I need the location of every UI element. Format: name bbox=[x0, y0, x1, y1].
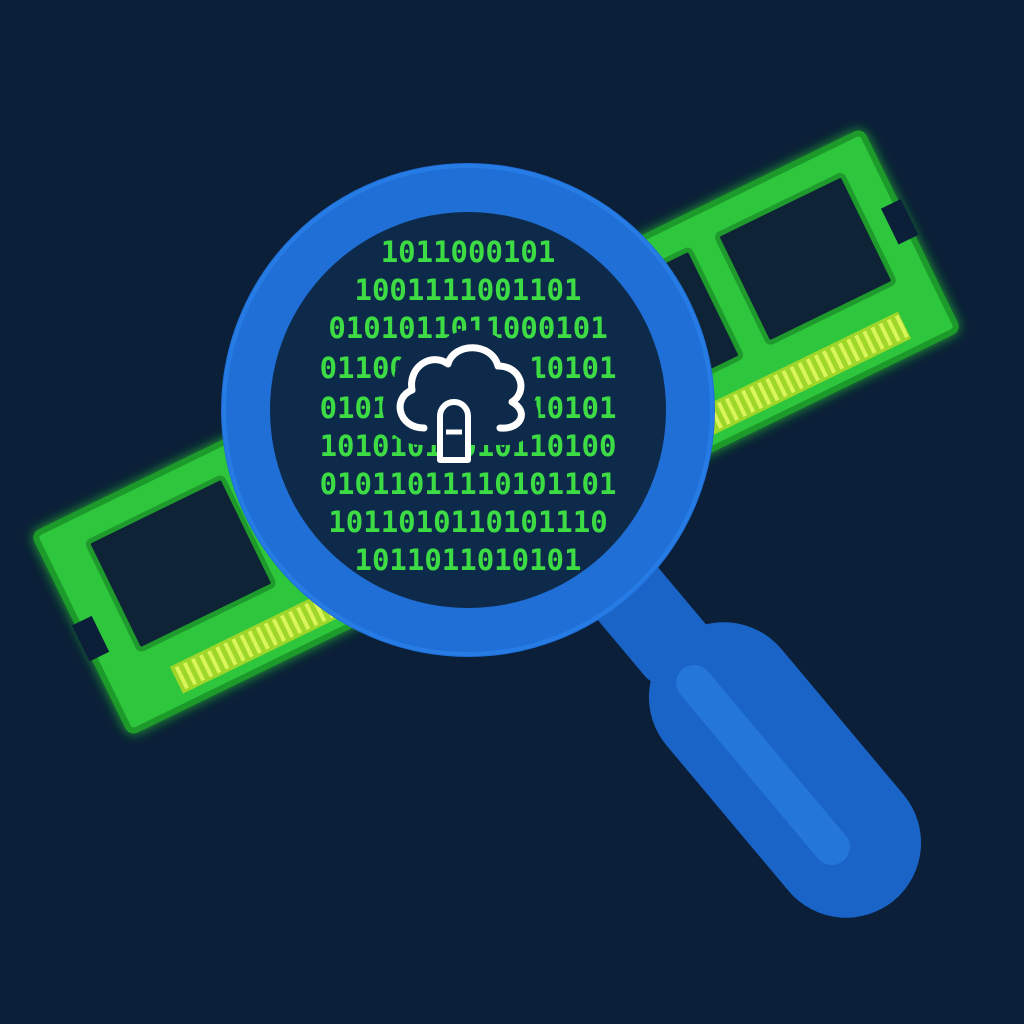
ram-pin bbox=[312, 598, 327, 623]
ram-pin bbox=[255, 626, 270, 650]
ram-pin bbox=[296, 606, 311, 631]
ram-pin bbox=[716, 401, 731, 425]
binary-line: 1011000101 bbox=[381, 235, 556, 269]
ram-pin bbox=[190, 658, 206, 682]
magnifier-ring-highlight bbox=[222, 164, 714, 656]
binary-line: 1011011010101 bbox=[355, 543, 582, 577]
ram-pin bbox=[724, 397, 739, 421]
ram-pin bbox=[781, 370, 796, 394]
ram-chip bbox=[715, 173, 896, 345]
cloud-lock-icon bbox=[382, 330, 539, 463]
ram-pin bbox=[886, 318, 901, 343]
ram-pin bbox=[813, 354, 828, 378]
binary-line: 1001111001101 bbox=[355, 273, 582, 307]
ram-pin bbox=[174, 665, 189, 690]
ram-pin bbox=[773, 373, 788, 398]
ram-chip bbox=[85, 475, 276, 652]
ram-pin bbox=[805, 358, 820, 382]
ram-pin bbox=[263, 622, 278, 646]
ram-pin bbox=[749, 385, 764, 410]
ram-pin bbox=[797, 362, 812, 386]
ram-pin bbox=[732, 393, 748, 417]
ram-pin bbox=[838, 342, 853, 366]
ram-pin bbox=[247, 630, 262, 654]
ram-pin bbox=[765, 377, 780, 402]
ram-pin bbox=[862, 330, 877, 354]
ram-pin bbox=[821, 350, 837, 374]
ram-pin bbox=[199, 654, 214, 678]
magnifying-glass-icon: 1011000101 1001111001101 010101101100010… bbox=[221, 163, 922, 918]
ram-pin bbox=[304, 602, 319, 627]
binary-line: 01011011110101101 bbox=[320, 467, 617, 501]
ram-pin bbox=[288, 610, 303, 634]
ram-pin bbox=[741, 389, 756, 414]
ram-pin bbox=[207, 650, 222, 674]
ram-pin bbox=[223, 642, 238, 666]
magnifier-ring bbox=[221, 163, 715, 657]
ram-notch-left bbox=[71, 615, 110, 662]
ram-pin bbox=[894, 314, 909, 339]
ram-pin bbox=[231, 638, 246, 662]
binary-line: 1011010110101110 bbox=[328, 505, 607, 539]
ram-pin bbox=[279, 614, 295, 638]
ram-notch-right bbox=[881, 198, 919, 245]
ram-pin bbox=[239, 634, 254, 658]
ram-pin bbox=[870, 326, 885, 350]
ram-pin bbox=[846, 338, 861, 362]
ram-pin bbox=[854, 334, 869, 358]
ram-pin bbox=[757, 381, 772, 406]
ram-pin bbox=[789, 366, 804, 390]
ram-pin bbox=[182, 661, 198, 686]
magnifier-handle bbox=[588, 556, 922, 918]
ram-pin bbox=[215, 646, 230, 670]
ram-pin bbox=[830, 346, 845, 370]
ram-pin bbox=[271, 618, 286, 642]
ram-pin bbox=[878, 322, 893, 346]
